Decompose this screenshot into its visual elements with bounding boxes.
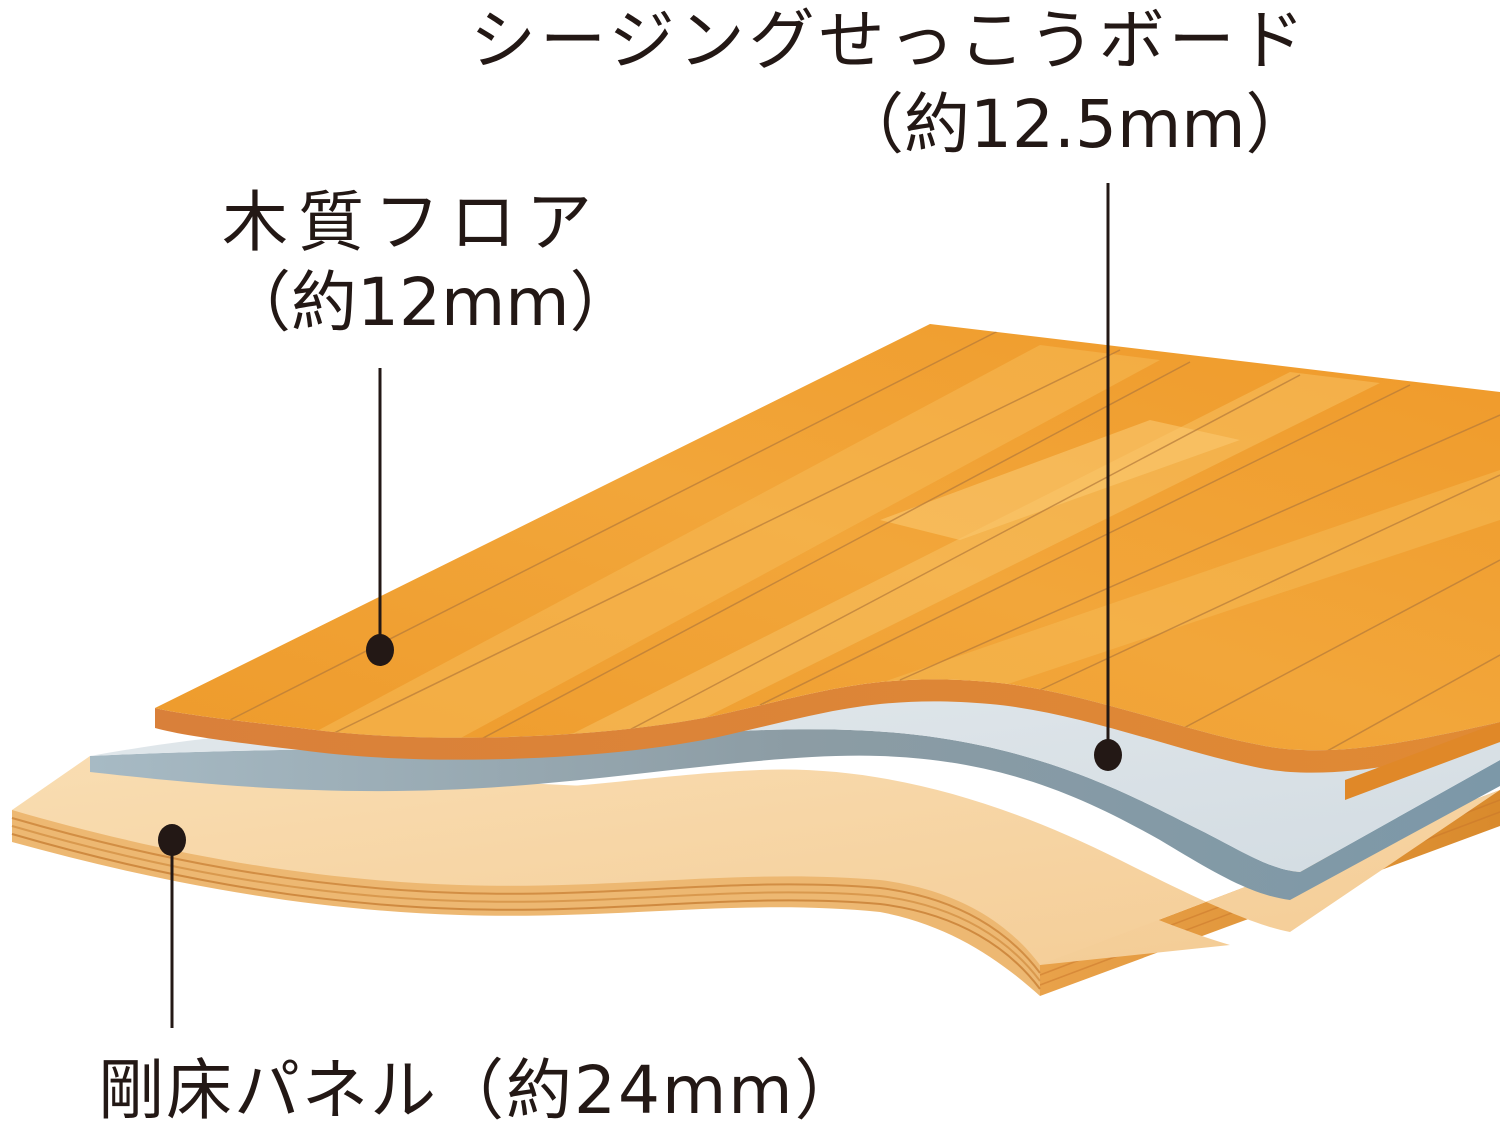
leader-floor — [366, 368, 394, 666]
wood-floor-label: 木質フロア — [222, 184, 602, 261]
gypsum-board-thickness: （約12.5mm） — [838, 86, 1312, 163]
marker-dot-floor — [366, 634, 394, 666]
marker-dot-gypsum — [1094, 739, 1122, 771]
wood-floor-thickness: （約12mm） — [225, 264, 636, 341]
marker-dot-panel — [158, 824, 186, 856]
gypsum-board-label: シージングせっこうボード — [470, 2, 1309, 79]
plywood-panel-label: 剛床パネル（約24mm） — [98, 1052, 863, 1129]
leader-panel — [158, 824, 186, 1028]
wood-floor-layer — [155, 324, 1500, 800]
leader-gypsum — [1094, 183, 1122, 771]
